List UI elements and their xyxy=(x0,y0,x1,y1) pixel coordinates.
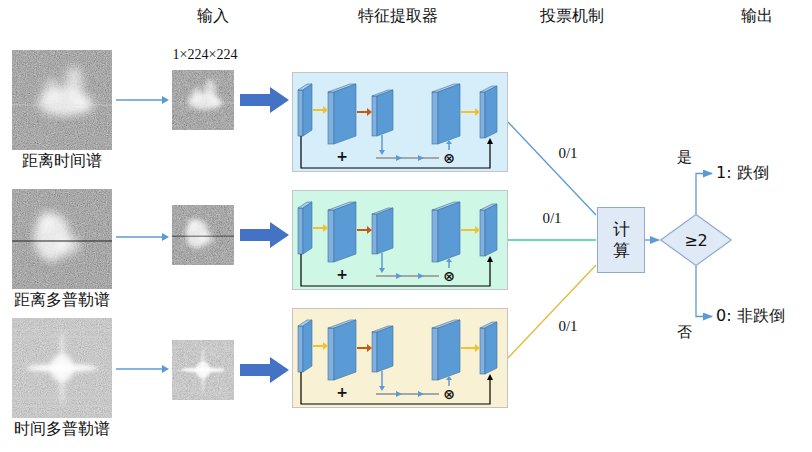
connector xyxy=(645,239,659,240)
spectrogram-input: 距离时间谱 xyxy=(8,48,116,172)
multiply-symbol: ⊗ xyxy=(443,269,455,283)
connector xyxy=(696,174,712,215)
add-symbol: + xyxy=(336,267,348,281)
feature-extractor: +⊗ xyxy=(292,308,508,408)
edge-label: 0/1 xyxy=(540,210,563,227)
edge-label: 是 xyxy=(676,148,693,167)
column-heading: 特征提取器 xyxy=(358,6,438,27)
edge-label: 否 xyxy=(676,323,693,342)
process-box-text: 计 算 xyxy=(612,219,631,262)
output-text: 1: 跌倒 xyxy=(714,162,771,185)
edge-label: 0/1 xyxy=(556,318,579,335)
column-heading: 投票机制 xyxy=(540,6,604,27)
connector xyxy=(508,265,596,358)
column-heading: 输入 xyxy=(197,6,229,27)
decision-diamond-text: ≥2 xyxy=(684,231,708,250)
connector xyxy=(696,266,712,317)
extractor-panels xyxy=(292,72,508,408)
input-size: 1×224×224 xyxy=(173,47,238,63)
spectrogram-images xyxy=(12,50,234,418)
spectrogram-input: 时间多普勒谱 xyxy=(8,316,116,440)
spectrogram-input-text: 距离时间谱 xyxy=(8,151,116,172)
decision-diamond: ≥2 xyxy=(660,214,732,266)
add-symbol: + xyxy=(336,149,348,163)
edge-label: 0/1 xyxy=(556,145,579,162)
multiply-symbol: ⊗ xyxy=(443,151,455,165)
column-heading: 输出 xyxy=(741,6,773,27)
output-text: 0: 非跌倒 xyxy=(714,305,787,328)
spectrogram-input-text: 距离多普勒谱 xyxy=(8,290,116,311)
feature-extractor: +⊗ xyxy=(292,190,508,290)
process-box: 计 算 xyxy=(597,207,645,273)
spectrogram-input-text: 时间多普勒谱 xyxy=(8,419,116,440)
multiply-symbol: ⊗ xyxy=(443,387,455,401)
thick-arrows xyxy=(240,87,289,383)
output-text-text: 1: 跌倒 xyxy=(714,162,771,185)
add-symbol: + xyxy=(336,385,348,399)
feature-extractor: +⊗ xyxy=(292,72,508,172)
spectrogram-input: 距离多普勒谱 xyxy=(8,187,116,311)
input-arrows xyxy=(116,96,169,373)
diamond-shape xyxy=(661,215,732,266)
connector xyxy=(508,239,596,240)
connector xyxy=(508,122,596,215)
output-text-text: 0: 非跌倒 xyxy=(714,305,787,328)
